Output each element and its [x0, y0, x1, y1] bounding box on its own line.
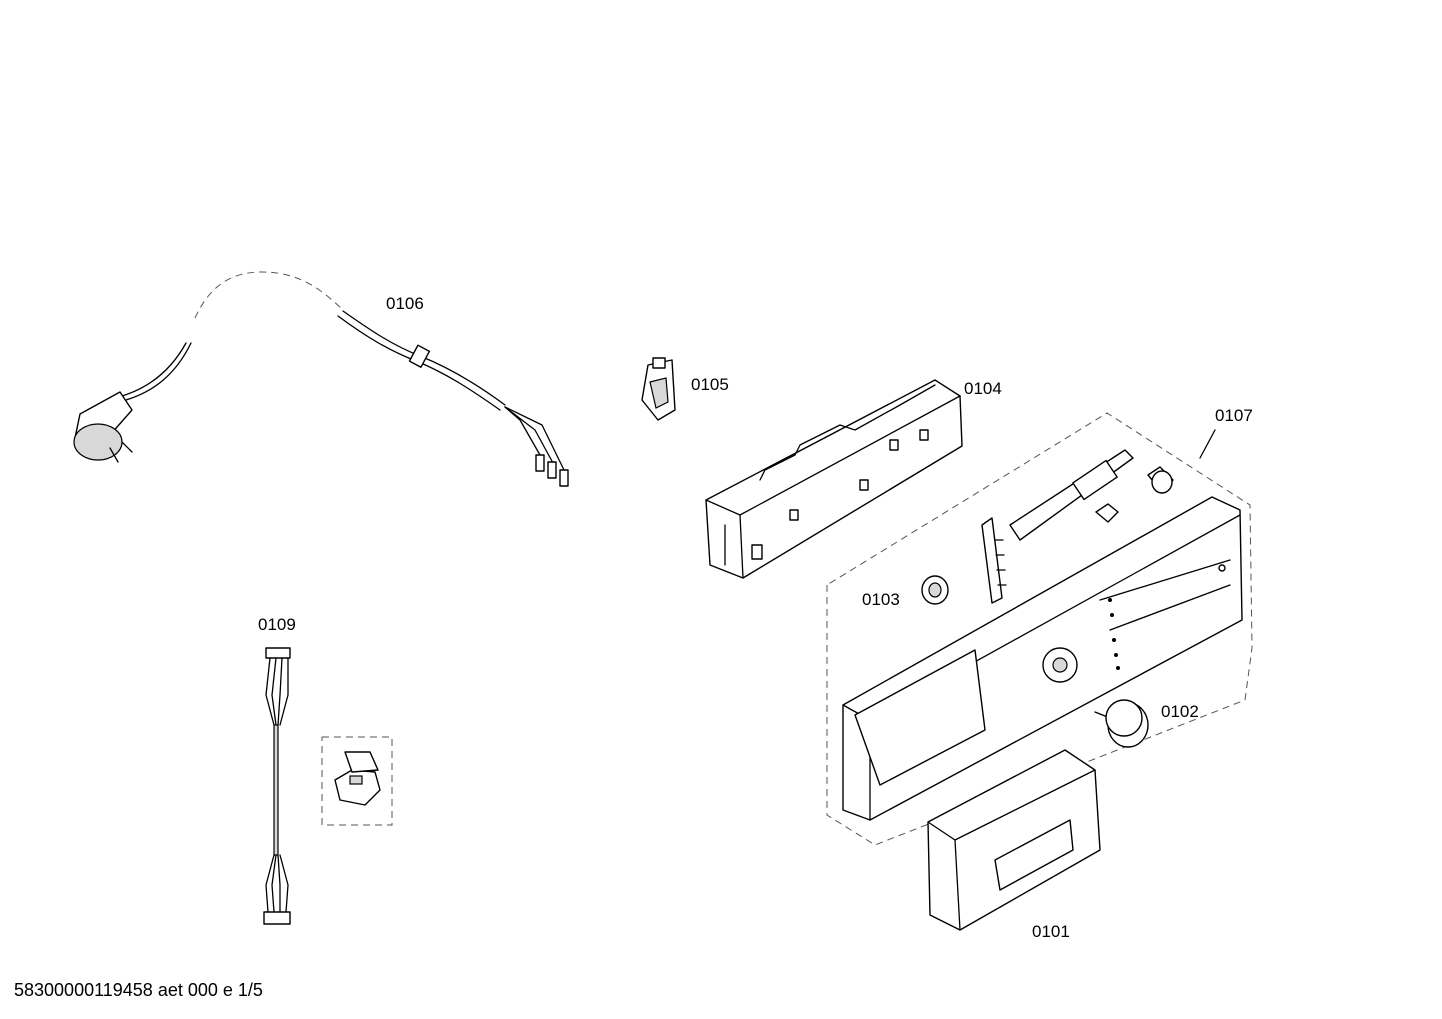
part-label-drawer-handle: 0101 — [1032, 922, 1070, 941]
clip-drawing — [641, 357, 676, 421]
light-guide-drawing — [1009, 449, 1134, 541]
part-label-cable: 0106 — [386, 294, 424, 313]
part-label-clip: 0105 — [691, 375, 729, 394]
connector-drawing — [334, 751, 381, 806]
housing-drawing — [705, 379, 963, 579]
power-cable-drawing — [73, 271, 569, 487]
part-label-knob: 0102 — [1161, 702, 1199, 721]
harness-drawing — [263, 647, 291, 925]
nut-drawing — [1095, 503, 1119, 523]
connector-outline — [321, 736, 393, 826]
panel-group-outline — [826, 412, 1253, 846]
document-code: 58300000119458 aet 000 e 1/5 — [14, 980, 263, 1000]
part-label-harness: 0109 — [258, 615, 296, 634]
holder-drawing — [921, 575, 949, 605]
knob-drawing — [1094, 699, 1149, 748]
part-label-holder: 0103 — [862, 590, 900, 609]
comb-drawing — [981, 517, 1007, 604]
control-panel-drawing — [842, 496, 1243, 821]
part-label-housing: 0104 — [964, 379, 1002, 398]
panel-group-leader — [1199, 429, 1216, 459]
cylinder-drawing — [1147, 466, 1174, 494]
drawer-handle-drawing — [927, 749, 1101, 931]
part-label-panel-group: 0107 — [1215, 406, 1253, 425]
